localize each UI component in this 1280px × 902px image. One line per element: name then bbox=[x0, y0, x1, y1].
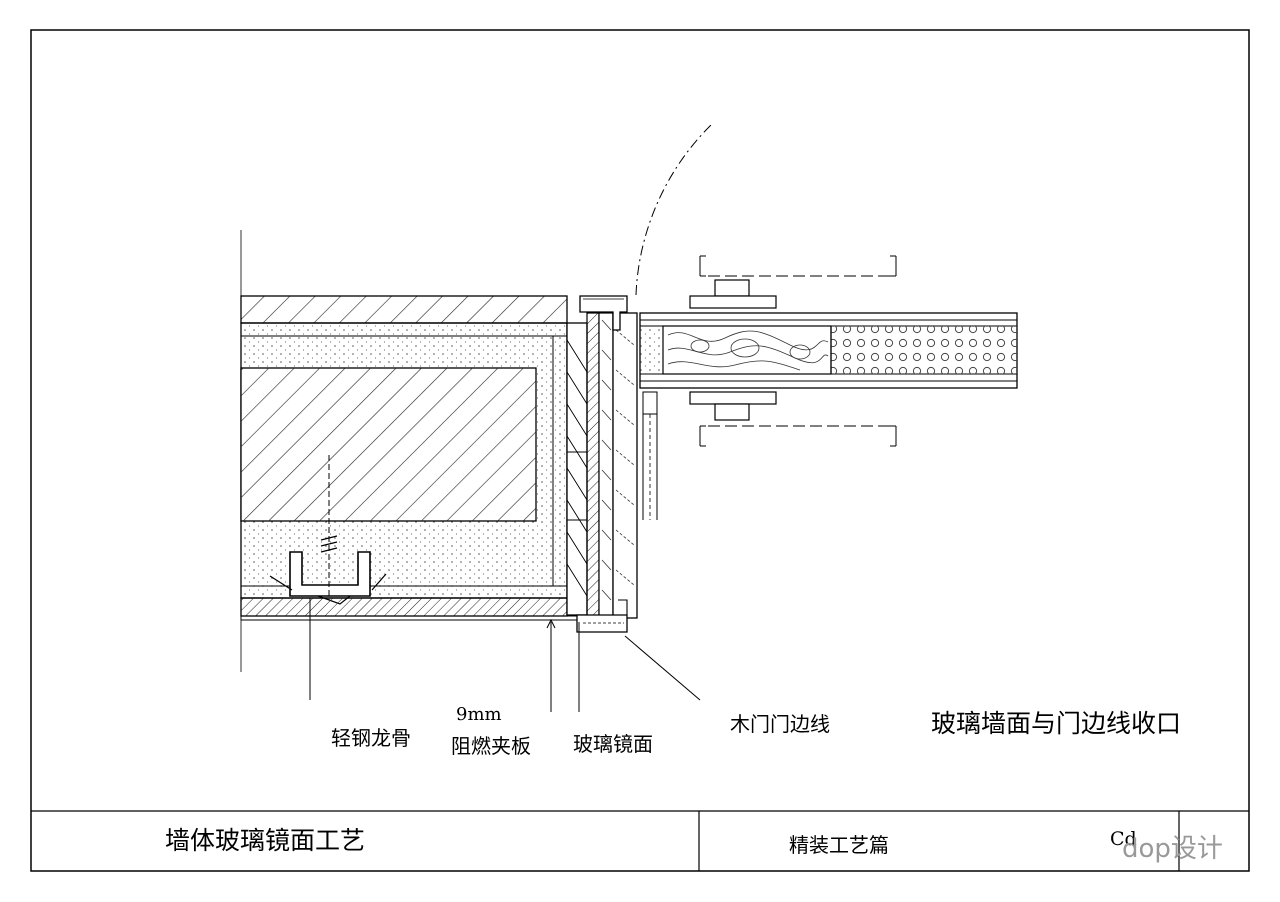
door-leaf bbox=[639, 312, 1018, 389]
door-swing-arc bbox=[635, 123, 713, 296]
bottom-plywood bbox=[240, 597, 568, 617]
drawing-code: Cd bbox=[1110, 828, 1137, 850]
top-trim bbox=[579, 295, 628, 331]
door-frame-post bbox=[612, 312, 638, 619]
label-wood-door-trim: 木门门边线 bbox=[730, 712, 830, 736]
label-fire-retardant-plywood: 阻燃夹板 bbox=[451, 734, 531, 758]
door-stop bbox=[642, 391, 658, 520]
top-cladding bbox=[240, 295, 568, 324]
section-title: 玻璃墙面与门边线收口 bbox=[931, 709, 1182, 738]
bottom-trim bbox=[576, 599, 628, 633]
sheet-border bbox=[30, 29, 1250, 872]
glass-mirror-layer bbox=[586, 312, 600, 619]
door-handle-bottom bbox=[689, 391, 897, 447]
label-light-steel-keel: 轻钢龙骨 bbox=[331, 726, 411, 750]
label-glass-mirror: 玻璃镜面 bbox=[573, 732, 653, 756]
drawing-category: 精装工艺篇 bbox=[789, 833, 889, 857]
label-plywood-thickness: 9mm bbox=[456, 704, 502, 725]
leader-lines bbox=[309, 598, 701, 712]
door-handle-top bbox=[689, 255, 897, 309]
watermark: dop设计 bbox=[1122, 834, 1223, 864]
title-block bbox=[31, 810, 1249, 871]
drawing-title: 墙体玻璃镜面工艺 bbox=[165, 826, 366, 855]
